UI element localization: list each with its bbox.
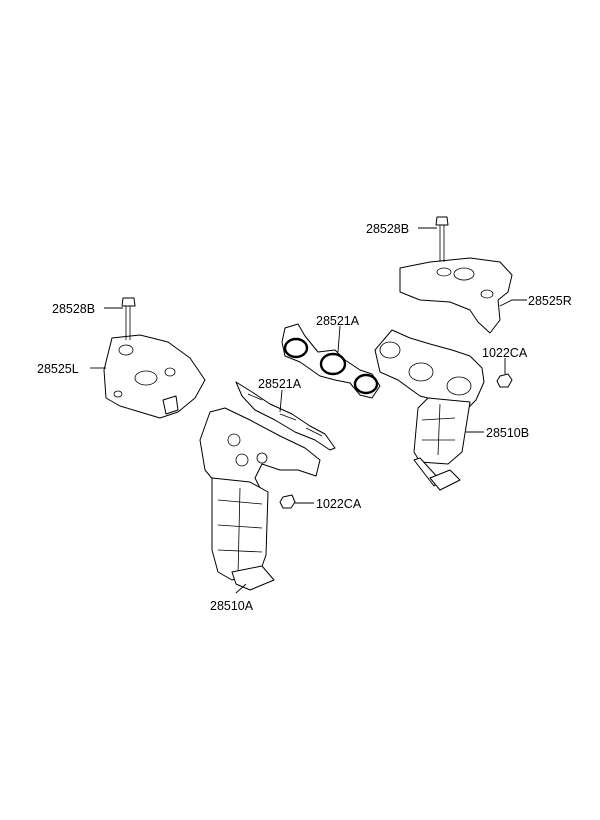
heat-shield-right[interactable] [399, 257, 513, 334]
nut-right-icon[interactable] [496, 373, 513, 388]
label-heat-shield-right: 28525R [528, 294, 572, 308]
label-nut-left: 1022CA [316, 497, 362, 511]
heat-shield-left[interactable] [103, 334, 206, 419]
label-manifold-left: 28510A [210, 599, 254, 613]
label-bolt-right: 28528B [366, 222, 409, 236]
label-manifold-right: 28510B [486, 426, 529, 440]
gasket-left[interactable] [235, 381, 336, 451]
label-gasket-right: 28521A [316, 314, 360, 328]
leader-lines [90, 227, 527, 594]
bolt-right-icon[interactable] [435, 216, 449, 262]
nut-left-icon[interactable] [279, 494, 296, 509]
label-heat-shield-left: 28525L [37, 362, 79, 376]
label-gasket-left: 28521A [258, 377, 302, 391]
exhaust-manifold-left[interactable] [199, 407, 321, 591]
gasket-right[interactable] [281, 323, 381, 399]
bolt-left-icon[interactable] [121, 297, 136, 340]
label-nut-right: 1022CA [482, 346, 528, 360]
exhaust-manifold-right[interactable] [374, 329, 485, 491]
label-bolt-left: 28528B [52, 302, 95, 316]
